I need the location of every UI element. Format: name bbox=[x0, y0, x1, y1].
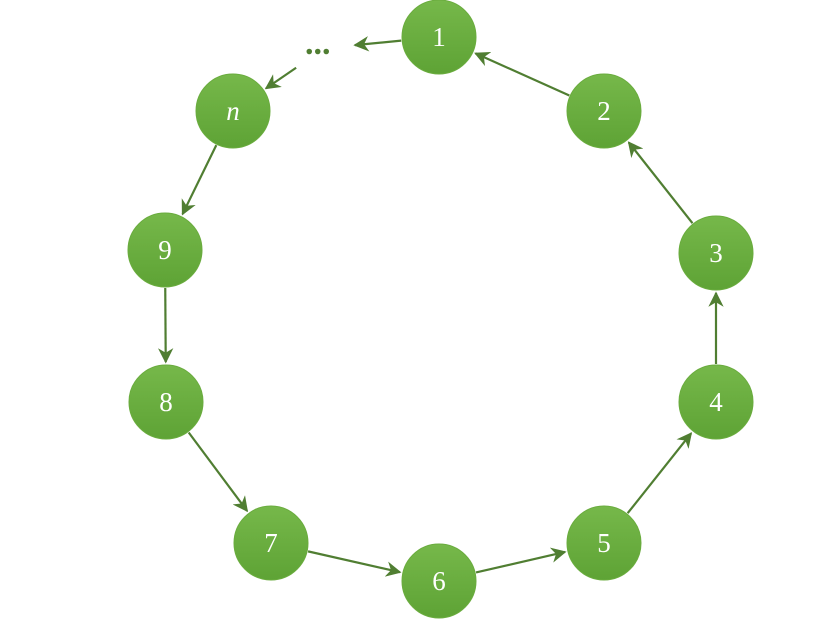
node-circle bbox=[127, 212, 203, 288]
node-label: 3 bbox=[709, 238, 723, 268]
node-label: 7 bbox=[264, 528, 278, 558]
node-circle bbox=[401, 0, 477, 75]
node-n5: 5 bbox=[566, 505, 642, 581]
node-circle bbox=[401, 543, 477, 619]
node-n9: 9 bbox=[127, 212, 203, 288]
edge-n1-to-ellipsis bbox=[353, 36, 402, 52]
node-circle bbox=[233, 505, 309, 581]
edge-n2-to-n1 bbox=[474, 52, 570, 97]
node-label: 9 bbox=[158, 235, 172, 265]
node-circle bbox=[566, 73, 642, 149]
nodes-layer: 1 2 3 4 5 6 7 8 9 n bbox=[127, 0, 754, 619]
node-circle bbox=[678, 215, 754, 291]
node-label: 4 bbox=[709, 387, 723, 417]
edge-n3-to-n2 bbox=[627, 141, 694, 224]
node-n2: 2 bbox=[566, 73, 642, 149]
ellipsis-label: ... bbox=[305, 25, 331, 62]
edge-n6-to-n5 bbox=[475, 547, 567, 574]
node-circle bbox=[195, 73, 271, 149]
node-n1: 1 bbox=[401, 0, 477, 75]
node-label: 1 bbox=[432, 22, 446, 52]
node-circle bbox=[566, 505, 642, 581]
edge-ellipsis-to-nn bbox=[264, 66, 297, 90]
node-n7: 7 bbox=[233, 505, 309, 581]
edge-n5-to-n4 bbox=[626, 432, 693, 514]
edge-n8-to-n7 bbox=[187, 431, 249, 513]
edges-layer bbox=[157, 36, 724, 577]
node-circle bbox=[678, 364, 754, 440]
node-label: 2 bbox=[597, 96, 611, 126]
node-n3: 3 bbox=[678, 215, 754, 291]
node-n6: 6 bbox=[401, 543, 477, 619]
node-n4: 4 bbox=[678, 364, 754, 440]
node-label: 6 bbox=[432, 566, 446, 596]
node-circle bbox=[128, 364, 204, 440]
node-n8: 8 bbox=[128, 364, 204, 440]
node-label: 5 bbox=[597, 528, 611, 558]
edge-n7-to-n6 bbox=[307, 550, 402, 577]
node-label: n bbox=[226, 96, 240, 126]
node-label: 8 bbox=[159, 387, 173, 417]
edge-nn-to-n9 bbox=[181, 144, 218, 216]
node-nn: n bbox=[195, 73, 271, 149]
